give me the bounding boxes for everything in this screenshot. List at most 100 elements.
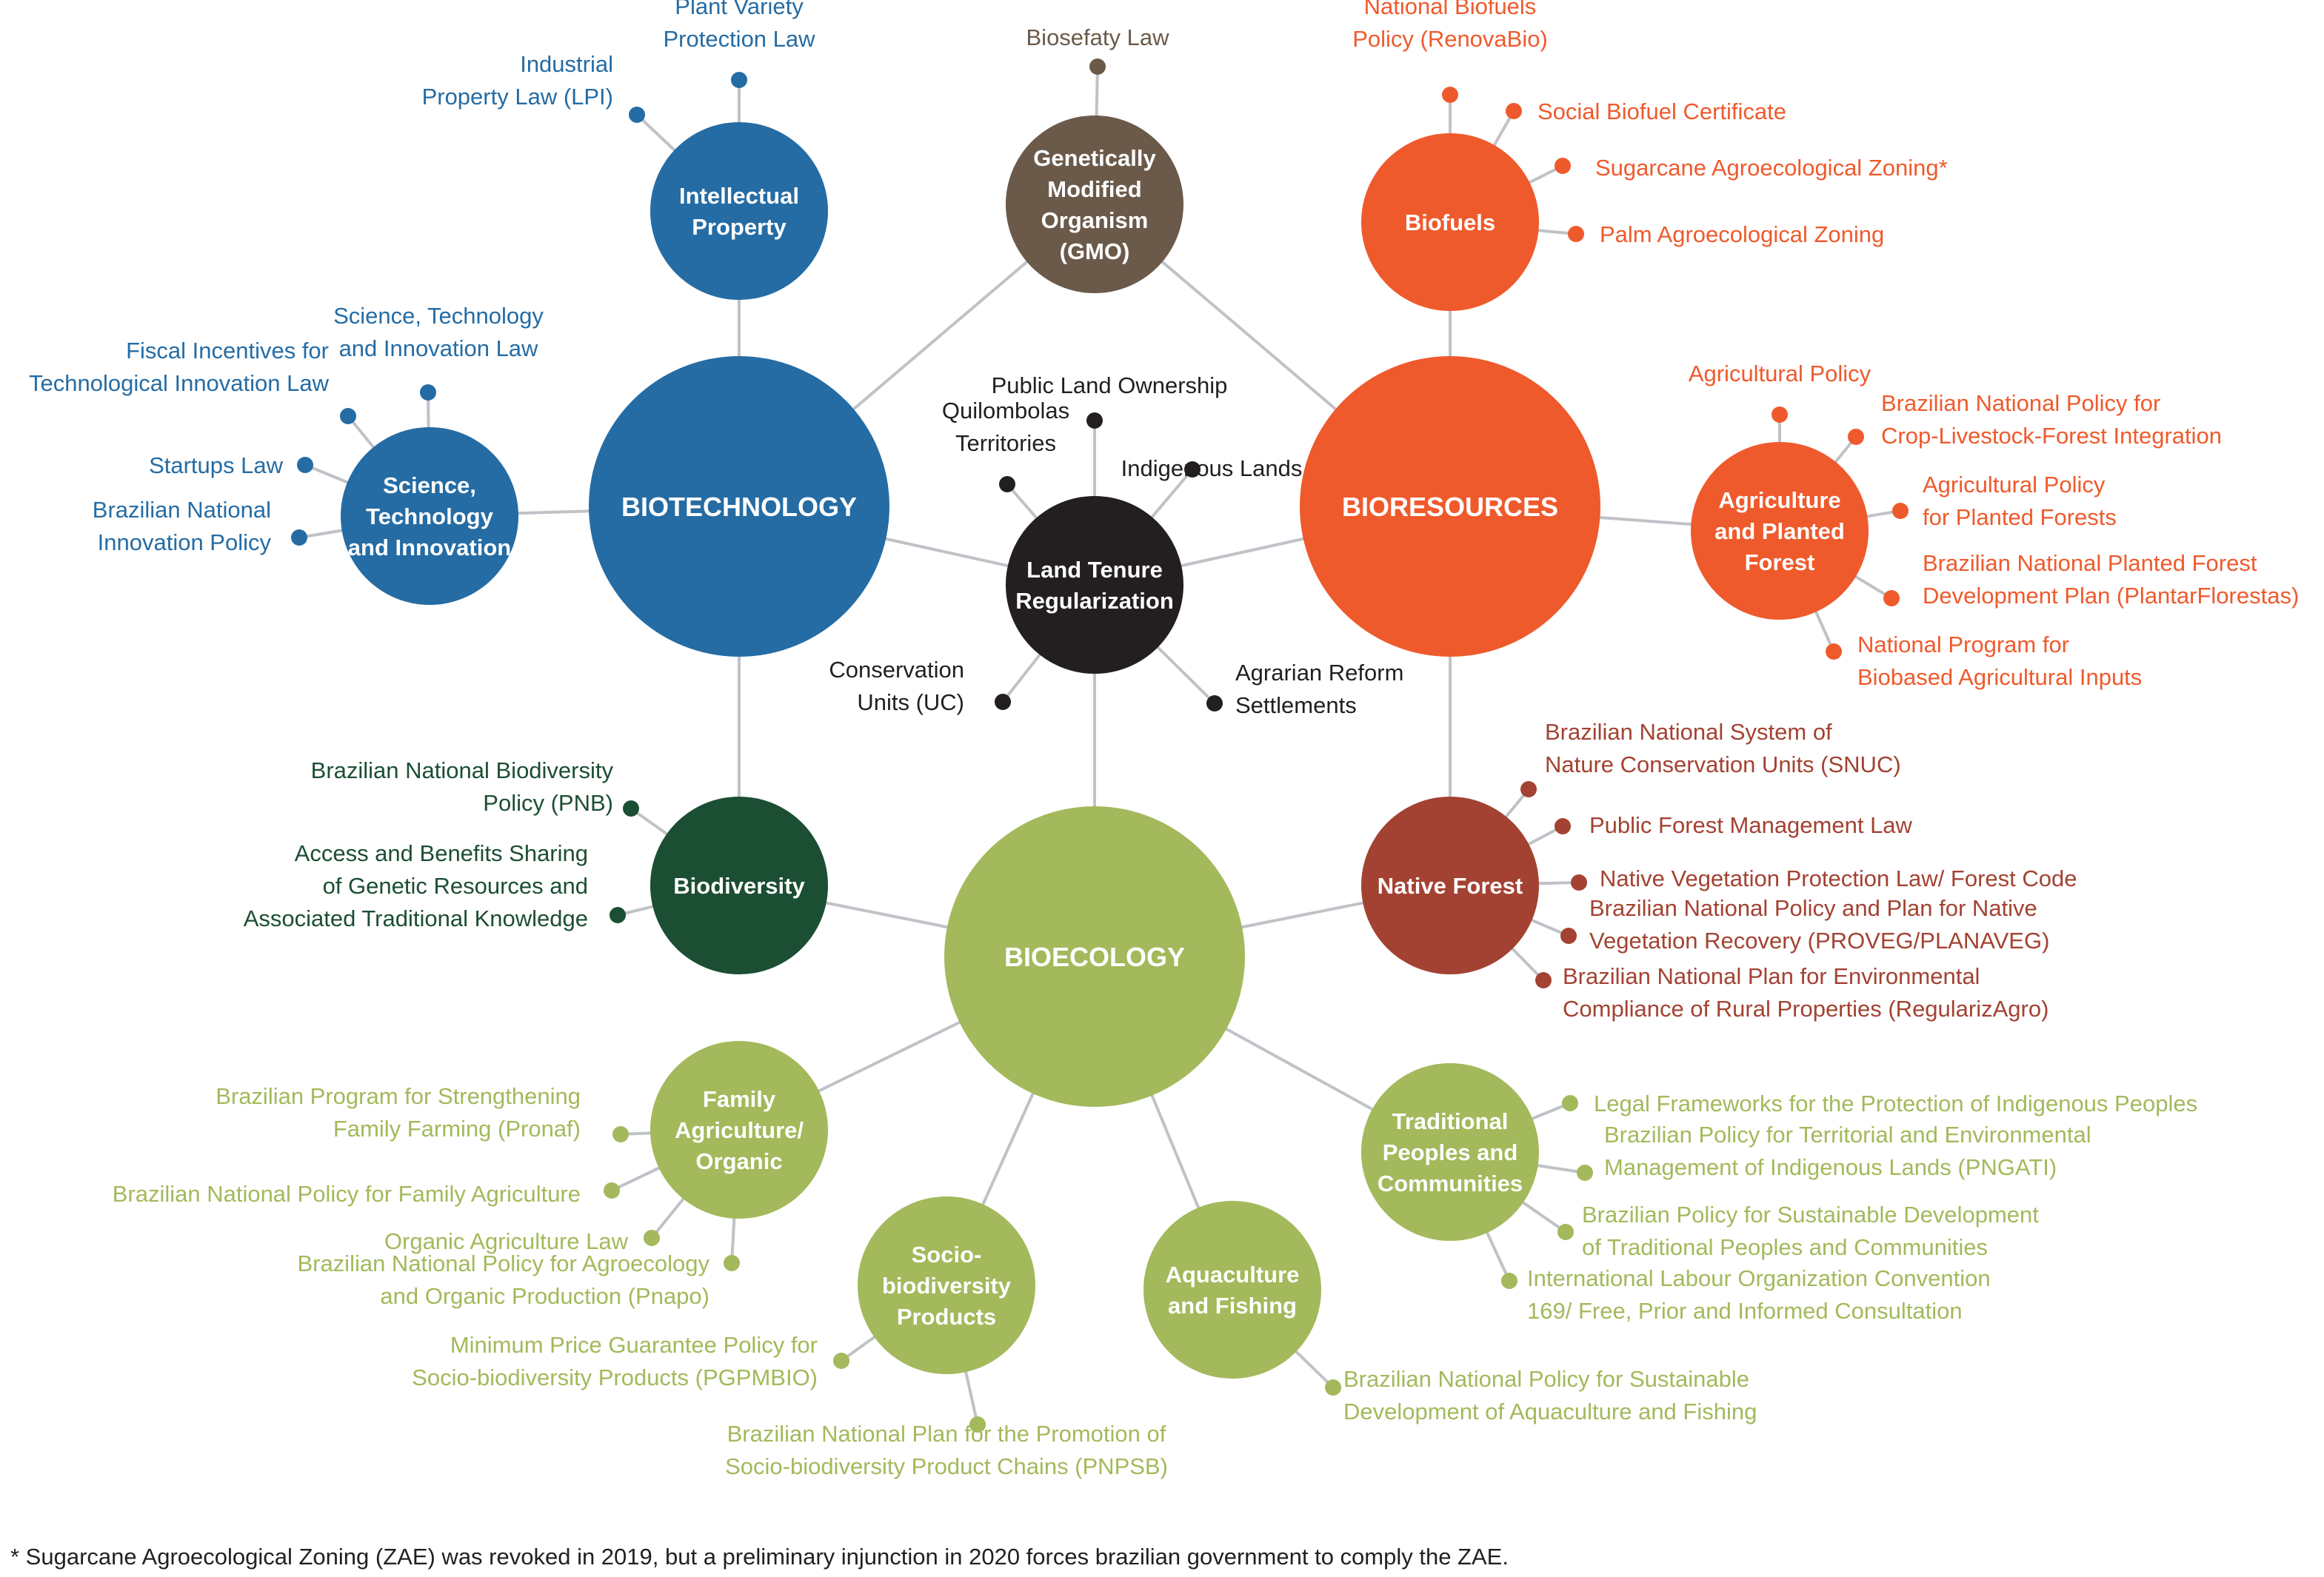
node-label-line: Modified — [1047, 176, 1141, 202]
leaf-dot — [1325, 1379, 1341, 1396]
policy-label-line: National Program for — [1857, 632, 2069, 657]
policy-label-line: Settlements — [1235, 692, 1357, 718]
policy-label-line: Protection Law — [663, 26, 815, 52]
policy-label-line: Brazilian Program for Strengthening — [216, 1083, 581, 1109]
policy-label: Brazilian National Plan for the Promotio… — [725, 1421, 1168, 1479]
leaf-dot — [420, 384, 436, 401]
policy-label: Social Biofuel Certificate — [1537, 98, 1786, 124]
policy-label: Sugarcane Agroecological Zoning* — [1595, 155, 1948, 181]
node-ip — [650, 122, 828, 300]
policy-label-line: 169/ Free, Prior and Informed Consultati… — [1527, 1298, 1963, 1324]
node-label-line: Products — [897, 1304, 996, 1330]
policy-label-line: Vegetation Recovery (PROVEG/PLANAVEG) — [1589, 928, 2049, 954]
policy-label-line: Policy (PNB) — [483, 790, 613, 816]
policy-label-line: Brazilian National — [93, 497, 271, 523]
policy-label-line: Industrial — [520, 51, 613, 77]
policy-label-line: of Genetic Resources and — [323, 873, 588, 899]
policy-label-line: of Traditional Peoples and Communities — [1582, 1234, 1988, 1260]
node-family — [650, 1041, 828, 1219]
leaf-dot — [1184, 461, 1201, 478]
node-label-line: Forest — [1745, 549, 1815, 575]
leaf-dot — [297, 457, 313, 473]
policy-label-line: Fiscal Incentives for — [126, 338, 329, 364]
node-native — [1361, 797, 1539, 974]
node-agri — [1691, 442, 1869, 620]
node-biofuels — [1361, 133, 1539, 311]
node-label-line: Biofuels — [1405, 210, 1495, 235]
policy-label-line: Access and Benefits Sharing — [295, 840, 588, 866]
policy-label: International Labour Organization Conven… — [1527, 1265, 1991, 1324]
policy-label-line: Crop-Livestock-Forest Integration — [1881, 423, 2222, 449]
policy-label: Agricultural Policy — [1689, 361, 1871, 386]
leaf-dot — [731, 72, 747, 88]
policy-label: Access and Benefits Sharing of Genetic Re… — [244, 840, 588, 931]
node-label-line: Science, — [383, 472, 476, 498]
node-label-line: Traditional — [1392, 1108, 1509, 1134]
leaf-dot — [612, 1126, 629, 1142]
node-land — [1006, 496, 1183, 674]
node-label-line: Intellectual — [679, 183, 799, 209]
node-gmo — [1006, 115, 1183, 293]
leaf-dot — [1555, 158, 1571, 174]
node-label-line: and Innovation — [348, 535, 511, 560]
policy-label-line: Policy (RenovaBio) — [1352, 26, 1548, 52]
policy-label-line: and Innovation Law — [339, 335, 538, 361]
leaf-dot — [1520, 781, 1537, 797]
policy-label-line: Sugarcane Agroecological Zoning* — [1595, 155, 1948, 181]
policy-label-line: Compliance of Rural Properties (Regulari… — [1563, 996, 2048, 1022]
policy-label: Brazilian National Policy and Plan for N… — [1589, 895, 2049, 954]
node-circles — [341, 115, 1869, 1379]
node-label-line: and Fishing — [1168, 1293, 1297, 1319]
leaf-dot — [604, 1182, 620, 1199]
policy-label: Legal Frameworks for the Protection of I… — [1594, 1091, 2197, 1116]
policy-label-line: Brazilian National Plan for Environmenta… — [1563, 963, 1980, 989]
policy-label-line: Agrarian Reform — [1235, 660, 1403, 686]
node-bioresources — [1300, 356, 1600, 657]
leaf-dot — [999, 476, 1015, 492]
policy-label-line: Development Plan (PlantarFlorestas) — [1923, 583, 2299, 609]
policy-label-line: Brazilian Policy for Sustainable Develop… — [1582, 1202, 2039, 1228]
node-label-line: (GMO) — [1060, 238, 1130, 264]
leaf-dot — [969, 1416, 986, 1433]
policy-label: Brazilian National Policy for Agroecolog… — [297, 1250, 709, 1309]
policy-label-line: Startups Law — [149, 452, 284, 478]
leaf-dot — [610, 907, 626, 923]
node-label-line: Biodiversity — [673, 873, 805, 899]
policy-label-line: Legal Frameworks for the Protection of I… — [1594, 1091, 2197, 1116]
policy-label-line: Technological Innovation Law — [29, 370, 330, 396]
leaf-dot — [724, 1255, 740, 1271]
policy-label-line: Brazilian National System of — [1545, 719, 1832, 745]
node-label-biofuels: Biofuels — [1405, 210, 1495, 235]
leaf-dot — [623, 800, 639, 817]
policy-label: Brazilian Policy for Territorial and Env… — [1604, 1122, 2091, 1180]
policy-label-line: Biobased Agricultural Inputs — [1857, 664, 2142, 690]
node-label-line: Family — [703, 1086, 776, 1112]
policy-label-line: Plant Variety — [675, 0, 804, 19]
leaf-dot — [1577, 1165, 1593, 1181]
leaf-dot — [629, 107, 645, 123]
node-biodiversity — [650, 797, 828, 974]
policy-label-line: Palm Agroecological Zoning — [1600, 221, 1884, 247]
node-aqua — [1143, 1201, 1321, 1379]
leaf-dot — [644, 1230, 660, 1246]
policy-label-line: Brazilian National Policy for Family Agr… — [113, 1181, 581, 1207]
node-label-line: Socio- — [912, 1242, 982, 1268]
policy-label-line: Quilombolas — [942, 398, 1069, 423]
node-label-line: Native Forest — [1378, 873, 1523, 899]
policy-label-line: Science, Technology — [333, 303, 544, 329]
policy-label-line: Units (UC) — [857, 689, 964, 715]
leaf-dot — [1089, 58, 1106, 75]
node-biotechnology — [589, 356, 889, 657]
leaf-dot — [995, 694, 1011, 710]
